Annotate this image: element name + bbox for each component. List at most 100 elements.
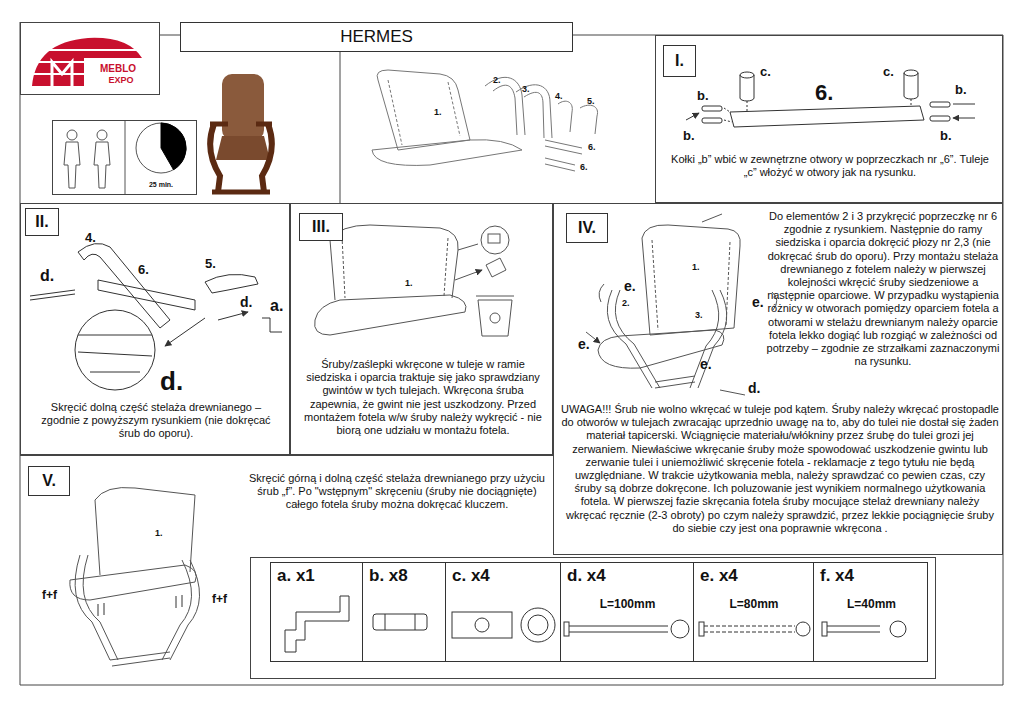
callout-label: e. — [752, 294, 764, 311]
panel-1-drawing-part — [904, 70, 918, 76]
exploded-view-part — [388, 80, 460, 145]
panel-2-drawing-part — [262, 318, 282, 332]
exploded-view-part — [545, 140, 582, 171]
panel-1-drawing-part — [702, 118, 722, 123]
chair-photo-part — [210, 124, 272, 192]
callout-label: c. — [760, 64, 771, 80]
callout-label: 5. — [205, 256, 216, 272]
callout-label: 6. — [138, 262, 149, 278]
logo-box: MEBLOEXPO — [20, 22, 160, 95]
page-frame-part — [340, 52, 341, 203]
exploded-view-part — [516, 85, 552, 138]
panel-3-drawing-part — [488, 234, 500, 243]
panel-1-drawing-part — [686, 113, 699, 120]
exploded-view-part — [372, 140, 522, 166]
panel-1-drawing-part — [904, 73, 918, 99]
node-text: MEBLO — [87, 63, 149, 75]
parts-drawings-part — [521, 608, 555, 642]
node-text: a. x1 — [277, 566, 359, 586]
callout-label: 1. — [405, 278, 413, 289]
callout-label: 3. — [695, 310, 703, 321]
panel-3-drawing-part — [476, 296, 514, 336]
callout-label: d. — [240, 294, 252, 311]
panel-5-drawing-part — [95, 488, 195, 576]
node-text: EXPO — [95, 75, 147, 86]
node-text: b. x8 — [369, 566, 442, 586]
node-text: Skręcić dolną część stelaża drewnianego … — [31, 401, 281, 441]
panel-5-drawing — [70, 488, 200, 667]
node-text: f. x4 — [820, 566, 925, 586]
parts-drawings-part — [796, 622, 810, 636]
time-box-graphic-part — [67, 130, 77, 140]
callout-label: 1. — [155, 528, 163, 539]
callout-label: 3. — [522, 84, 530, 95]
parts-drawings-part — [285, 596, 349, 652]
exploded-view-part — [485, 77, 525, 135]
step-number: IV. — [566, 213, 608, 243]
panel-4-drawing-part — [642, 225, 740, 335]
panel-3-drawing-part — [490, 313, 500, 323]
node-text: c. x4 — [452, 566, 557, 586]
panel-3-drawing-part — [486, 258, 506, 277]
callout-label: c. — [883, 64, 894, 80]
logo-graphic-part — [52, 62, 72, 86]
node-text: 25 min. — [126, 181, 196, 189]
time-box-graphic-part — [94, 142, 110, 188]
panel-5-drawing-part — [75, 555, 118, 660]
panel-1-drawing-part — [740, 75, 754, 101]
node-text: Do elementów 2 i 3 przykręcić poprzeczkę… — [766, 210, 1000, 368]
step-number: V. — [28, 466, 70, 496]
panel-4-drawing-part — [690, 290, 727, 388]
parts-drawings-part — [564, 622, 569, 636]
panel-4-drawing-part — [586, 214, 777, 395]
callout-label: b. — [940, 128, 952, 144]
callout-label: e. — [624, 278, 636, 295]
node-text: d. x4 — [567, 566, 690, 586]
parts-drawings-part — [452, 612, 512, 638]
callout-label: 2. — [493, 75, 501, 86]
node-text: L=40mm — [818, 597, 925, 611]
panel-3-drawing-part — [455, 244, 482, 280]
panel-3-drawing-part — [315, 295, 466, 335]
callout-label: d. — [748, 380, 760, 397]
parts-drawings-part — [385, 614, 415, 630]
step-number: I. — [663, 45, 696, 77]
panel-2-drawing-part — [75, 310, 155, 390]
panel-2-drawing-part — [98, 280, 195, 310]
callout-label: e. — [578, 336, 590, 353]
callout-label: d. — [40, 266, 54, 285]
node-text: UWAGA!!! Śrub nie wolno wkręcać w tuleje… — [560, 403, 1000, 535]
parts-drawings-part — [373, 614, 427, 630]
step-panel: II.Skręcić dolną część stelaża drewniane… — [20, 203, 290, 455]
node-text: Skręcić górną i dolną część stelaża drew… — [242, 472, 552, 512]
step-panel: III.Śruby/zaślepki wkręcone w tuleje w r… — [290, 203, 553, 455]
node-text: Śruby/zaślepki wkręcone w tuleje w ramie… — [299, 358, 547, 437]
panel-4-drawing — [586, 214, 777, 395]
parts-cell: c. x4 — [445, 562, 560, 662]
callout-label: 2. — [622, 298, 630, 309]
callout-label: 6. — [815, 80, 833, 106]
node-text: L=100mm — [565, 597, 690, 611]
panel-3-drawing — [315, 225, 514, 336]
panel-2-drawing-part — [218, 312, 248, 320]
chair-photo-part — [216, 136, 270, 160]
panel-3-drawing-part — [342, 236, 448, 298]
panel-1-drawing-part — [702, 106, 722, 111]
panel-5-drawing-part — [70, 565, 196, 600]
exploded-view-part — [580, 105, 598, 134]
callout-label: f+f — [212, 592, 227, 606]
panel-5-drawing-part — [110, 652, 170, 666]
callout-label: 1. — [434, 107, 442, 118]
panel-1-drawing-part — [740, 72, 754, 78]
panel-2-drawing-part — [30, 290, 75, 300]
time-box-graphic-part — [136, 123, 186, 173]
panel-1-drawing-part — [953, 104, 975, 118]
parts-drawings-part — [671, 620, 689, 638]
parts-drawings-part — [699, 622, 704, 636]
node-text: e. x4 — [700, 566, 810, 586]
callout-label: 5. — [587, 96, 595, 107]
panel-4-drawing-part — [607, 290, 660, 388]
parts-cell: b. x8 — [362, 562, 445, 662]
node-text: L=80mm — [698, 597, 810, 611]
